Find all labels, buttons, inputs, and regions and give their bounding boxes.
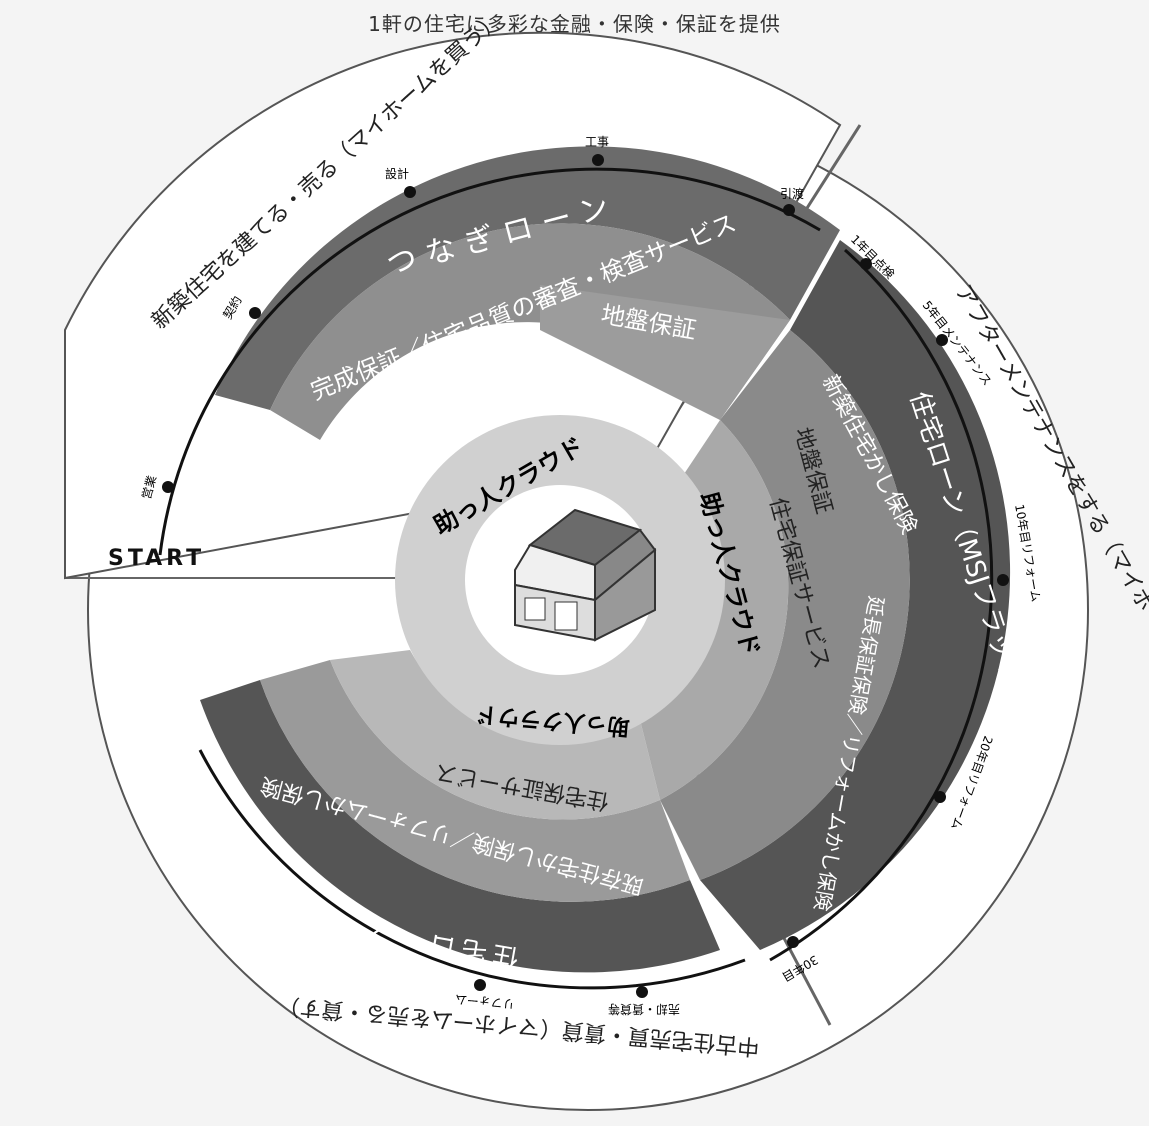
page-title: 1軒の住宅に多彩な金融・保険・保証を提供: [368, 12, 781, 36]
new-timeline-sales: 営業: [139, 474, 159, 501]
new-loan-band: [215, 146, 840, 410]
new-timeline-arc: [158, 167, 821, 556]
timeline-dots: [162, 154, 1009, 998]
used-service-band: [330, 650, 660, 820]
after-timeline-arc: [769, 248, 994, 962]
used-timeline-arc: [198, 749, 746, 990]
used-timeline-reform: リフォーム: [455, 992, 516, 1011]
used-timeline-sale: 売却・賃貸等: [608, 1002, 680, 1017]
new-ground-band: [540, 285, 790, 420]
new-timeline-handover: 引渡: [780, 186, 804, 201]
after-warranty-band: [660, 330, 910, 880]
new-timeline-design: 設計: [385, 166, 409, 181]
used-loan-band: [200, 680, 720, 973]
start-label: START: [108, 546, 205, 571]
house-icon: [514, 508, 657, 642]
after-loan-band: [700, 240, 1011, 950]
new-timeline-construction: 工事: [585, 135, 609, 149]
used-insurance-band: [260, 660, 690, 902]
new-review-band: [270, 223, 790, 440]
